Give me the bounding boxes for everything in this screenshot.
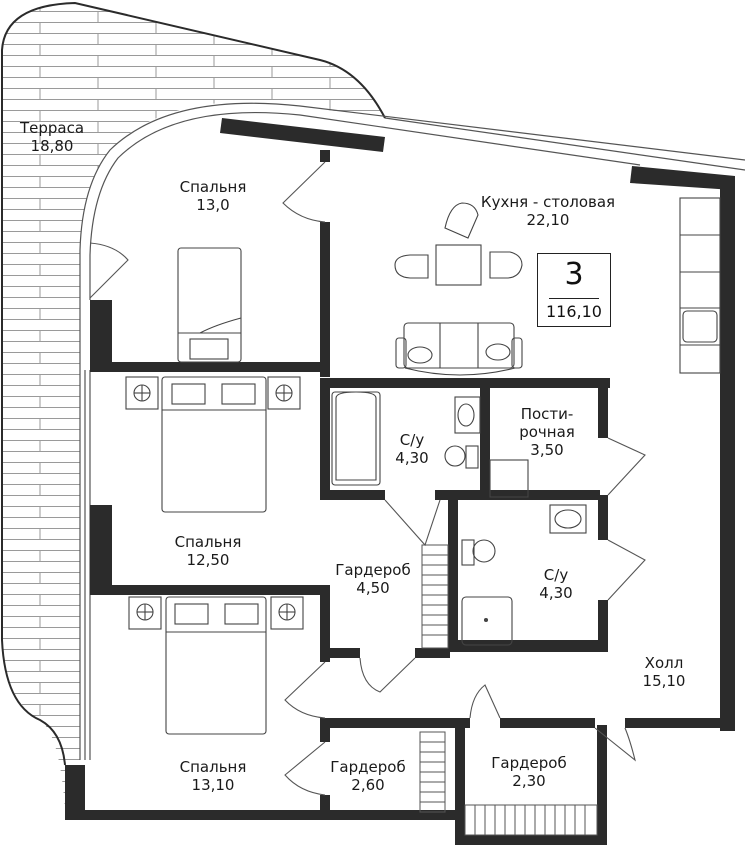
washbasin-icon [549,504,587,534]
toilet-icon [472,539,496,563]
room-area: 22,10 [526,211,570,229]
room-name: Спальня [179,178,247,196]
washbasin-icon [454,396,481,434]
room-name: С/у [399,431,425,449]
room-name: Гардероб [335,561,411,579]
room-name: Терраса [19,119,85,137]
room-label-bathroom-2: С/у 4,30 [539,566,572,602]
kitchen-counter-icon [679,197,721,374]
room-label-laundry: Пости- рочная 3,50 [519,405,575,459]
room-area: 13,10 [191,776,235,794]
room-area: 12,50 [186,551,230,569]
room-name: Спальня [174,533,242,551]
room-area: 4,30 [539,584,573,602]
room-name: С/у [543,566,569,584]
room-label-bedroom-1: Спальня 13,0 [180,178,247,214]
room-label-wardrobe-3: Гардероб 2,30 [491,754,566,790]
washing-machine-icon [489,459,529,498]
room-area: 15,10 [642,672,686,690]
room-label-bedroom-3: Спальня 13,10 [180,758,247,794]
walls [65,118,735,845]
room-area: 3,50 [530,441,564,459]
room-label-wardrobe-1: Гардероб 4,50 [335,561,410,597]
divider [549,298,599,299]
room-name: Кухня - столовая [480,193,616,211]
room-area: 2,60 [351,776,385,794]
room-area: 18,80 [30,137,74,155]
furniture [125,197,721,735]
room-area: 4,30 [395,449,429,467]
room-label-terrace: Терраса 18,80 [20,119,84,155]
toilet-icon [444,445,466,467]
room-label-kitchen-dining: Кухня - столовая 22,10 [481,193,615,229]
terrace-outline [1,1,386,640]
kitchen-sink-icon [682,310,718,343]
room-area: 2,30 [512,772,546,790]
facade-glazing [79,102,745,760]
room-area: 4,50 [356,579,390,597]
single-bed-icon [177,247,242,363]
room-name: Холл [644,654,684,672]
dining-table-icon [435,244,482,286]
shower-tray-icon [461,596,513,646]
room-name-line1: Пости- [520,405,574,423]
room-name: Спальня [179,758,247,776]
wardrobe-shelving [419,544,598,836]
unit-rooms-count: 3 [564,257,584,292]
unit-total-area: 116,10 [546,302,602,321]
room-name: Гардероб [330,758,406,776]
double-bed-icon [165,596,267,735]
room-area: 13,0 [196,196,230,214]
room-label-wardrobe-2: Гардероб 2,60 [330,758,405,794]
room-name: Гардероб [491,754,567,772]
room-label-bedroom-2: Спальня 12,50 [175,533,242,569]
room-name-line2: рочная [519,423,575,441]
double-bed-icon [161,376,267,513]
doors [89,161,646,796]
room-label-hall: Холл 15,10 [643,654,686,690]
unit-info-box: 3 116,10 [537,253,611,327]
bathtub-icon [331,391,381,486]
sofa-icon [403,322,515,369]
room-label-bathroom-1: С/у 4,30 [395,431,428,467]
